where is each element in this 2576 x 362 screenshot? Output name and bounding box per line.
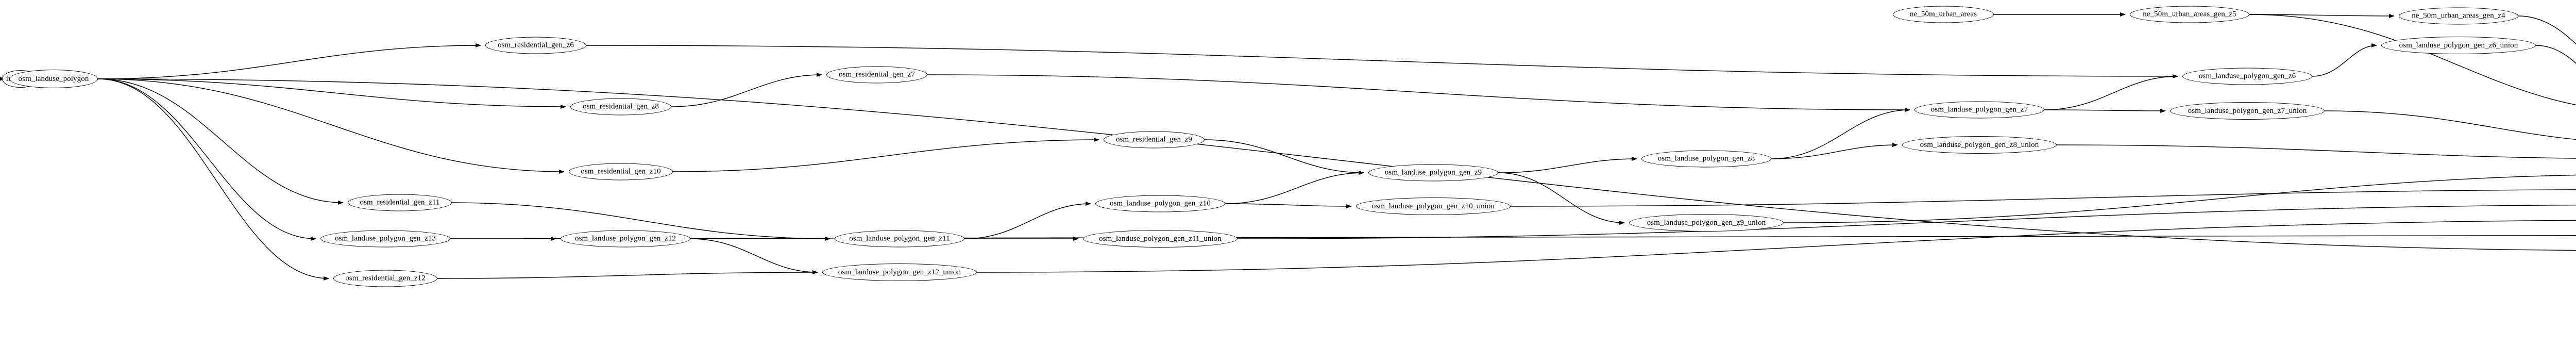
- graph-node-label: osm_residential_gen_z12: [345, 274, 426, 283]
- graph-node-label: ne_50m_urban_areas: [1909, 10, 1977, 19]
- graph-edge: [2518, 15, 2576, 45]
- graph-node-label: osm_residential_gen_z7: [839, 70, 915, 79]
- graph-node-osm-residential-gen-z10[interactable]: osm_residential_gen_z10: [569, 163, 673, 180]
- graph-edge: [450, 235, 2576, 239]
- graph-node-label: osm_landuse_polygon_gen_z11_union: [1099, 234, 1222, 243]
- graph-node-label: osm_landuse_polygon_gen_z6: [2198, 72, 2296, 80]
- graph-edge: [586, 45, 2178, 78]
- graph-node-osm-residential-gen-z9[interactable]: osm_residential_gen_z9: [1104, 131, 1205, 149]
- graph-edge: [927, 74, 1910, 112]
- graph-edge: [437, 270, 818, 279]
- graph-node-ne-50m-urban-areas-gen-z5[interactable]: ne_50m_urban_areas_gen_z5: [2130, 6, 2249, 23]
- graph-node-label: osm_residential_gen_z8: [583, 102, 659, 111]
- graph-node-osm-landuse-polygon-gen-z11[interactable]: osm_landuse_polygon_gen_z11: [835, 230, 964, 248]
- graph-node-ne-50m-urban-areas-gen-z4[interactable]: ne_50m_urban_areas_gen_z4: [2399, 7, 2518, 25]
- graph-edge: [2324, 110, 2576, 140]
- graph-edge: [2249, 13, 2395, 18]
- graph-node-osm-landuse-polygon-gen-z6[interactable]: osm_landuse_polygon_gen_z6: [2182, 68, 2312, 85]
- graph-edge: [690, 238, 818, 274]
- graph-node-ne-50m-urban-areas[interactable]: ne_50m_urban_areas: [1893, 6, 1994, 23]
- graph-edge: [1510, 189, 2576, 207]
- graph-node-osm-landuse-polygon[interactable]: osm_landuse_polygon: [9, 70, 98, 88]
- graph-edge: [1498, 172, 1625, 225]
- graph-node-label: osm_landuse_polygon_gen_z8: [1657, 154, 1755, 163]
- graph-node-label: osm_landuse_polygon_gen_z10_union: [1371, 202, 1495, 210]
- graph-edge: [97, 78, 565, 174]
- graph-edge: [964, 202, 1091, 239]
- graph-node-osm-landuse-polygon-gen-z13[interactable]: osm_landuse_polygon_gen_z13: [320, 230, 450, 248]
- graph-node-osm-landuse-polygon-gen-z7-union[interactable]: osm_landuse_polygon_gen_z7_union: [2170, 102, 2325, 120]
- graph-edge: [1771, 108, 1910, 159]
- graph-edge: [97, 78, 329, 281]
- graph-node-label: osm_residential_gen_z10: [581, 167, 661, 176]
- graph-node-label: osm_landuse_polygon_gen_z7_union: [2188, 106, 2307, 115]
- graph-node-osm-landuse-polygon-gen-z9[interactable]: osm_landuse_polygon_gen_z9: [1368, 164, 1498, 182]
- graph-node-osm-residential-gen-z8[interactable]: osm_residential_gen_z8: [570, 98, 671, 116]
- graph-node-label: osm_landuse_polygon_gen_z7: [1930, 105, 2028, 114]
- graph-node-osm-residential-gen-z6[interactable]: osm_residential_gen_z6: [485, 37, 586, 54]
- graph-node-label: osm_landuse_polygon_gen_z10: [1109, 199, 1211, 208]
- graph-edge: [2044, 74, 2178, 110]
- graph-edge: [671, 73, 822, 107]
- graph-edge: [97, 78, 344, 205]
- graph-edge: [97, 43, 481, 79]
- graph-node-label: osm_landuse_polygon_gen_z8_union: [1920, 140, 2039, 149]
- graph-node-label: ne_50m_urban_areas_gen_z4: [2412, 11, 2505, 20]
- graph-edge: [1225, 171, 1364, 204]
- graph-edge: [2044, 108, 2166, 113]
- graph-edge: [2312, 43, 2377, 77]
- graph-node-label: osm_landuse_polygon_gen_z9_union: [1647, 218, 1766, 227]
- graph-node-label: osm_landuse_polygon_gen_z9: [1384, 168, 1482, 177]
- graph-node-label: osm_residential_gen_z9: [1116, 135, 1192, 144]
- graph-node-label: ne_50m_urban_areas_gen_z5: [2143, 10, 2236, 19]
- graph-edge: [976, 220, 2576, 273]
- graph-edge: [97, 78, 566, 109]
- graph-edge: [1783, 174, 2576, 223]
- graph-node-label: osm_landuse_polygon_gen_z12_union: [838, 268, 961, 276]
- graph-node-osm-landuse-polygon-gen-z9-union[interactable]: osm_landuse_polygon_gen_z9_union: [1629, 214, 1784, 232]
- graph-node-osm-landuse-polygon-gen-z11-union[interactable]: osm_landuse_polygon_gen_z11_union: [1083, 230, 1238, 248]
- graph-node-label: osm_landuse_polygon_gen_z11: [849, 234, 950, 243]
- graph-node-osm-landuse-polygon-gen-z10-union[interactable]: osm_landuse_polygon_gen_z10_union: [1356, 198, 1511, 215]
- graph-node-osm-landuse-polygon-gen-z8[interactable]: osm_landuse_polygon_gen_z8: [1641, 150, 1771, 168]
- graph-edge: [1498, 157, 1637, 173]
- graph-node-osm-landuse-polygon-gen-z7[interactable]: osm_landuse_polygon_gen_z7: [1914, 101, 2044, 119]
- graph-edge: [97, 78, 316, 241]
- graph-edge: [1771, 143, 1898, 159]
- graph-node-label: osm_residential_gen_z11: [360, 198, 440, 207]
- graph-node-osm-landuse-polygon-gen-z10[interactable]: osm_landuse_polygon_gen_z10: [1095, 195, 1225, 212]
- graph-edge: [1225, 203, 1352, 208]
- graph-node-osm-residential-gen-z12[interactable]: osm_residential_gen_z12: [333, 270, 437, 287]
- graph-edge: [2056, 144, 2576, 159]
- graph-edge: [2249, 14, 2576, 106]
- graph-node-osm-landuse-polygon-gen-z6-union[interactable]: osm_landuse_polygon_gen_z6_union: [2381, 37, 2536, 54]
- graph-node-osm-landuse-polygon-gen-z8-union[interactable]: osm_landuse_polygon_gen_z8_union: [1902, 136, 2057, 154]
- graph-node-label: osm_landuse_polygon_gen_z13: [334, 234, 436, 243]
- graph-node-label: osm_residential_gen_z6: [498, 41, 574, 50]
- graph-node-osm-landuse-polygon-gen-z12[interactable]: osm_landuse_polygon_gen_z12: [561, 230, 690, 248]
- graph-node-osm-residential-gen-z11[interactable]: osm_residential_gen_z11: [348, 194, 452, 211]
- graph-edge: [672, 138, 1099, 172]
- graph-node-label: osm_landuse_polygon_gen_z12: [574, 234, 676, 243]
- graph-node-osm-landuse-polygon-gen-z12-union[interactable]: osm_landuse_polygon_gen_z12_union: [822, 264, 977, 281]
- graph-node-osm-residential-gen-z7[interactable]: osm_residential_gen_z7: [826, 66, 927, 84]
- graph-node-label: osm_landuse_polygon_gen_z6_union: [2399, 41, 2518, 50]
- graph-edge: [2535, 45, 2576, 64]
- graph-node-label: osm_landuse_polygon: [18, 74, 89, 83]
- graph-edge: [1204, 139, 1364, 175]
